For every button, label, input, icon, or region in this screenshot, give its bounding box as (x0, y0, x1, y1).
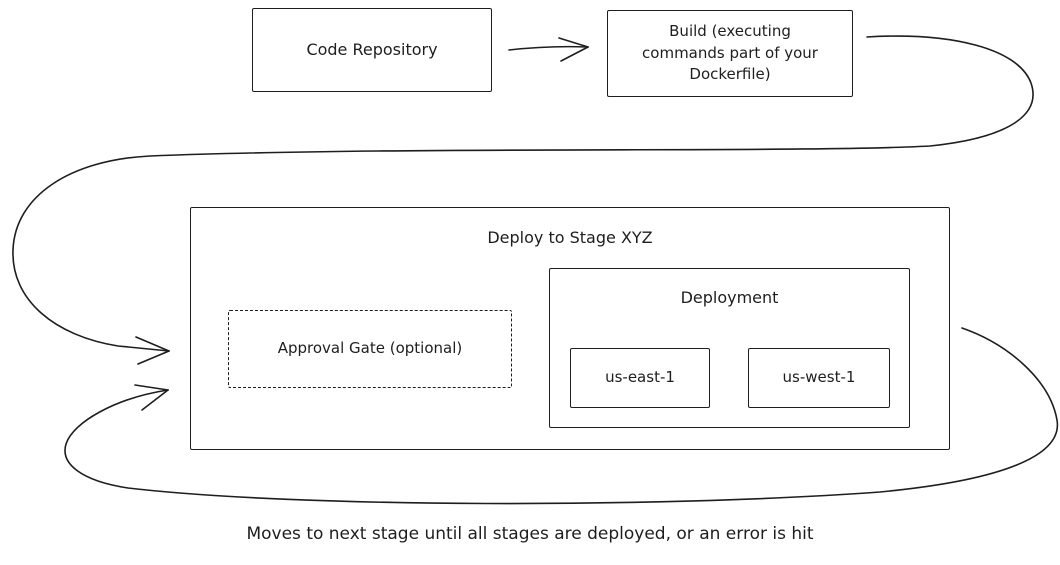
node-approval-gate-label: Approval Gate (optional) (277, 339, 463, 358)
node-code-repository-label: Code Repository (306, 40, 438, 60)
frame-deploy-stage (190, 207, 950, 450)
node-region-us-east-1-label: us-east-1 (605, 368, 675, 387)
node-build: Build (executing commands part of your D… (607, 10, 853, 97)
node-region-us-west-1: us-west-1 (748, 348, 890, 408)
node-build-label: Build (executing commands part of your D… (642, 21, 818, 84)
frame-deployment-title: Deployment (680, 288, 779, 307)
arrow-code-repo-to-build (508, 37, 589, 62)
frame-deployment (549, 268, 910, 428)
node-region-us-west-1-label: us-west-1 (782, 368, 856, 387)
diagram-caption: Moves to next stage until all stages are… (246, 524, 814, 544)
node-region-us-east-1: us-east-1 (570, 348, 710, 408)
node-code-repository: Code Repository (252, 8, 492, 92)
frame-deploy-stage-title: Deploy to Stage XYZ (487, 228, 653, 247)
node-approval-gate: Approval Gate (optional) (228, 310, 512, 388)
